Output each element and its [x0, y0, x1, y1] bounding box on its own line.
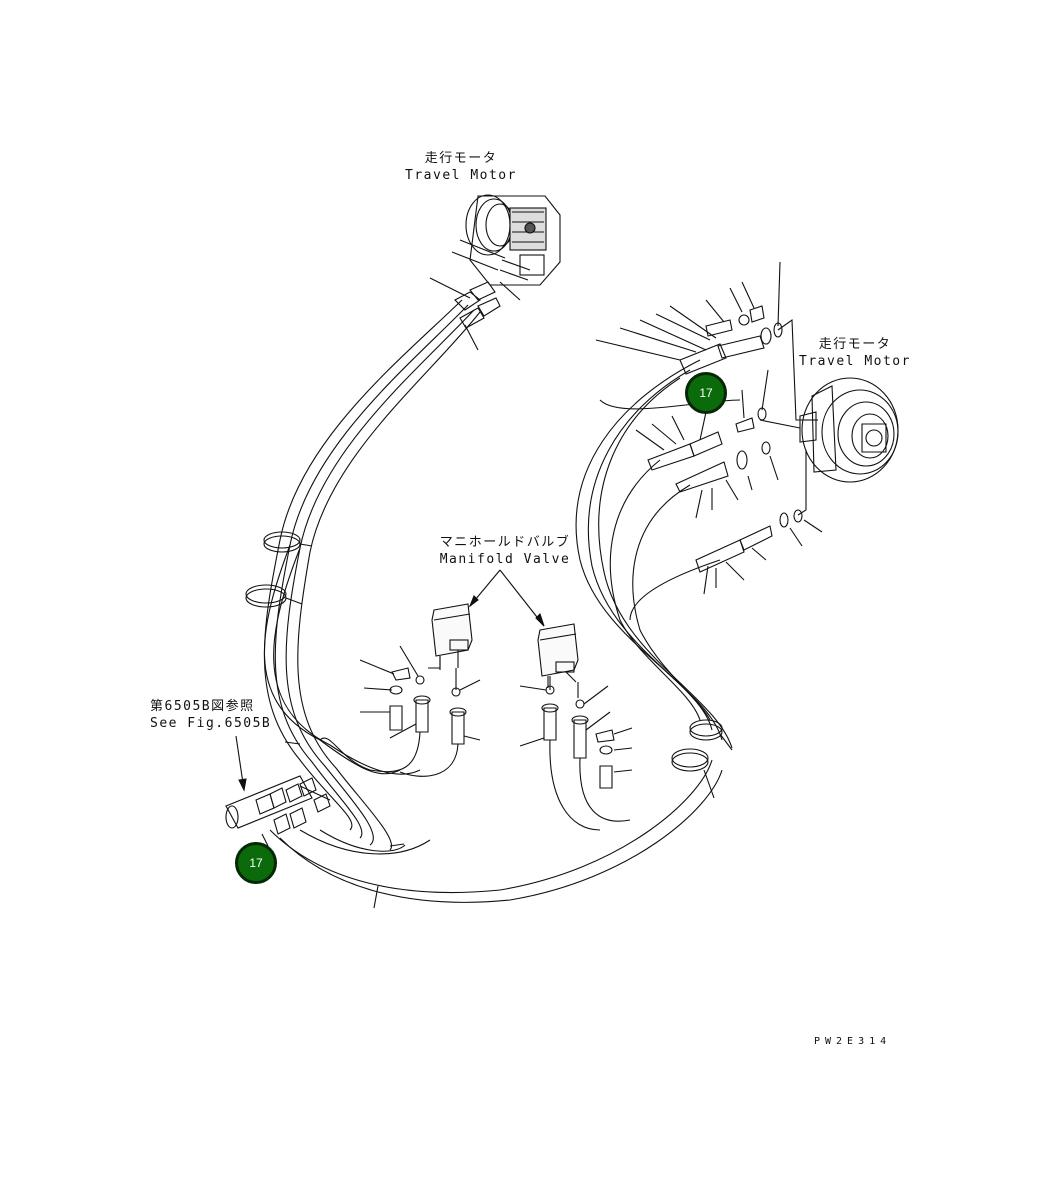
callout-17-right[interactable]: 17: [685, 372, 727, 414]
see-fig-label-jp: 第6505B図参照: [150, 699, 255, 714]
top-motor-leaders: [429, 239, 521, 351]
clamps-right-bundle: [671, 719, 733, 799]
manifold-hoses: [319, 731, 631, 831]
drawing-code: PW2E314: [814, 1036, 892, 1047]
manifold-valve-right: [537, 623, 579, 688]
travel-motor-top-label-jp: 走行モータ: [424, 151, 498, 166]
travel-motor-top-label: 走行モータ Travel Motor: [402, 150, 520, 184]
manifold-leaders: [359, 645, 633, 773]
hose-bundle-bottom: [269, 759, 723, 909]
manifold-connections: [428, 656, 579, 698]
travel-motor-top: [465, 194, 561, 286]
travel-motor-right-label-en: Travel Motor: [799, 354, 911, 369]
right-fitting-leaders: [595, 261, 823, 595]
manifold-valve-label-en: Manifold Valve: [439, 552, 571, 567]
manifold-valve-left: [431, 603, 473, 670]
see-fig-label: 第6505B図参照 See Fig.6505B: [150, 698, 271, 732]
manifold-valve-label: マニホールドバルブ Manifold Valve: [432, 534, 578, 568]
manifold-valve-label-jp: マニホールドバルブ: [439, 535, 571, 550]
manifold-arrows: [468, 569, 545, 627]
clamps-left-bundle: [245, 531, 313, 745]
top-hose-fittings: [454, 281, 501, 329]
travel-motor-top-label-en: Travel Motor: [405, 168, 517, 183]
travel-motor-right-label: 走行モータ Travel Motor: [796, 336, 914, 370]
travel-motor-right: [799, 377, 899, 483]
right-fittings: [647, 305, 803, 573]
travel-motor-right-label-jp: 走行モータ: [818, 337, 892, 352]
callout-17-left[interactable]: 17: [235, 842, 277, 884]
manifold-fittings: [389, 667, 615, 789]
hose-bundle-left: [263, 299, 481, 851]
right-motor-connections: [759, 318, 808, 516]
top-to-block-hose: [299, 785, 331, 801]
hose-bundle-right: [575, 359, 741, 749]
swivel-block: [225, 735, 331, 847]
see-fig-label-en: See Fig.6505B: [150, 716, 272, 731]
